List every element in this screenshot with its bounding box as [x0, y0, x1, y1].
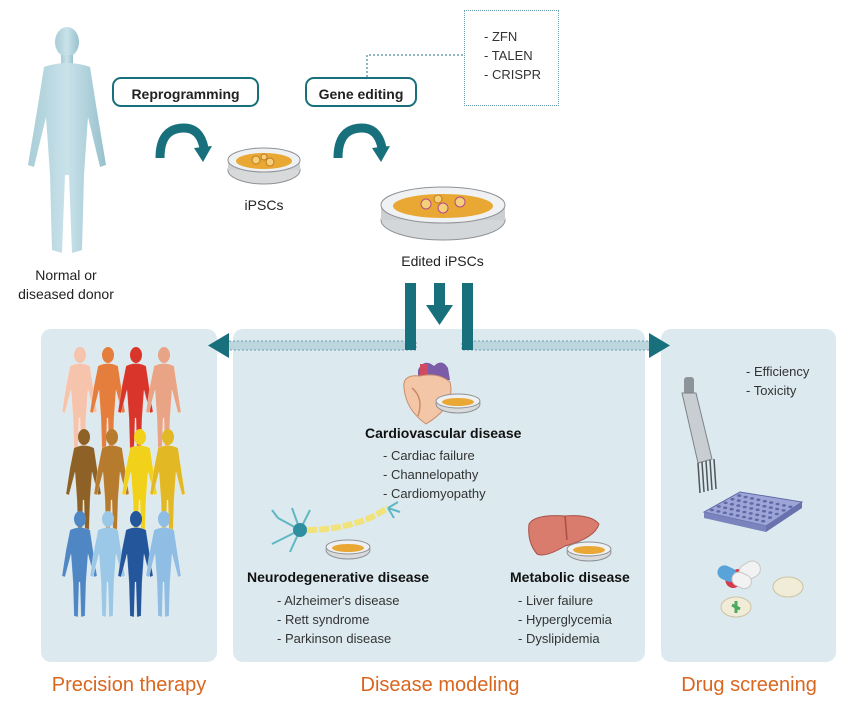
ipscs-label: iPSCs: [244, 197, 284, 213]
edited-ipscs-label: Edited iPSCs: [401, 253, 484, 269]
gene-tools-box: [464, 10, 559, 106]
person-figure: [89, 511, 126, 618]
person-figure: [117, 511, 154, 618]
pipette-icon: [681, 377, 717, 494]
metabolic-item: - Liver failure: [518, 593, 594, 608]
human-silhouette-icon: [28, 27, 106, 253]
neuro-item: - Parkinson disease: [277, 631, 392, 646]
metabolic-item: - Hyperglycemia: [518, 612, 612, 627]
drug-screening-title: Drug screening: [681, 674, 817, 696]
person-figure: [61, 511, 98, 618]
person-figure: [145, 511, 182, 618]
person-figure: [145, 347, 182, 454]
cardio-list: - Cardiac failure - Channelopathy - Card…: [383, 446, 486, 503]
person-figure: [121, 429, 158, 536]
curved-arrow-icon: [155, 123, 212, 162]
person-figure: [89, 347, 126, 454]
person-figure: [93, 429, 130, 536]
donor-label-line1: Normal or: [35, 267, 97, 283]
gene-tool-item: - TALEN: [484, 48, 533, 63]
gene-tools-list: - ZFN - TALEN - CRISPR: [484, 27, 541, 84]
cardio-item: - Cardiomyopathy: [383, 486, 486, 501]
liver-icon: [528, 515, 612, 562]
edited-petri-dish-icon: [380, 186, 506, 241]
cardio-item: - Channelopathy: [383, 467, 479, 482]
person-figure: [61, 347, 98, 454]
well-plate-icon: [702, 491, 804, 532]
neuro-list: - Alzheimer's disease - Rett syndrome - …: [277, 591, 399, 648]
reprogramming-step: Reprogramming: [112, 77, 259, 107]
petri-dish-icon: [227, 147, 301, 185]
metabolic-heading: Metabolic disease: [510, 569, 630, 585]
cardio-heading: Cardiovascular disease: [365, 425, 522, 441]
neuro-item: - Rett syndrome: [277, 612, 370, 627]
neuro-item: - Alzheimer's disease: [277, 593, 400, 608]
heart-icon: [403, 362, 481, 425]
person-figure: [65, 429, 102, 536]
person-figure: [117, 347, 154, 454]
neuron-icon: [271, 501, 401, 560]
curved-arrow-icon: [333, 123, 390, 162]
pills-icon: [717, 560, 804, 618]
patient-population-icon: [61, 347, 186, 618]
cardio-item: - Cardiac failure: [383, 448, 475, 463]
person-figure: [149, 429, 186, 536]
gene-editing-step: Gene editing: [305, 77, 417, 107]
metabolic-item: - Dyslipidemia: [518, 631, 600, 646]
drug-screening-list: - Efficiency - Toxicity: [746, 362, 809, 400]
disease-modeling-title: Disease modeling: [360, 674, 520, 696]
donor-label: Normal or diseased donor: [10, 266, 122, 304]
neuro-heading: Neurodegenerative disease: [247, 569, 430, 585]
drug-screening-item: - Efficiency: [746, 364, 810, 379]
drug-screening-item: - Toxicity: [746, 383, 797, 398]
gene-tool-item: - CRISPR: [484, 67, 542, 82]
metabolic-list: - Liver failure - Hyperglycemia - Dyslip…: [518, 591, 612, 648]
gene-tool-item: - ZFN: [484, 29, 518, 44]
donor-label-line2: diseased donor: [18, 286, 114, 302]
precision-therapy-title: Precision therapy: [51, 674, 207, 696]
